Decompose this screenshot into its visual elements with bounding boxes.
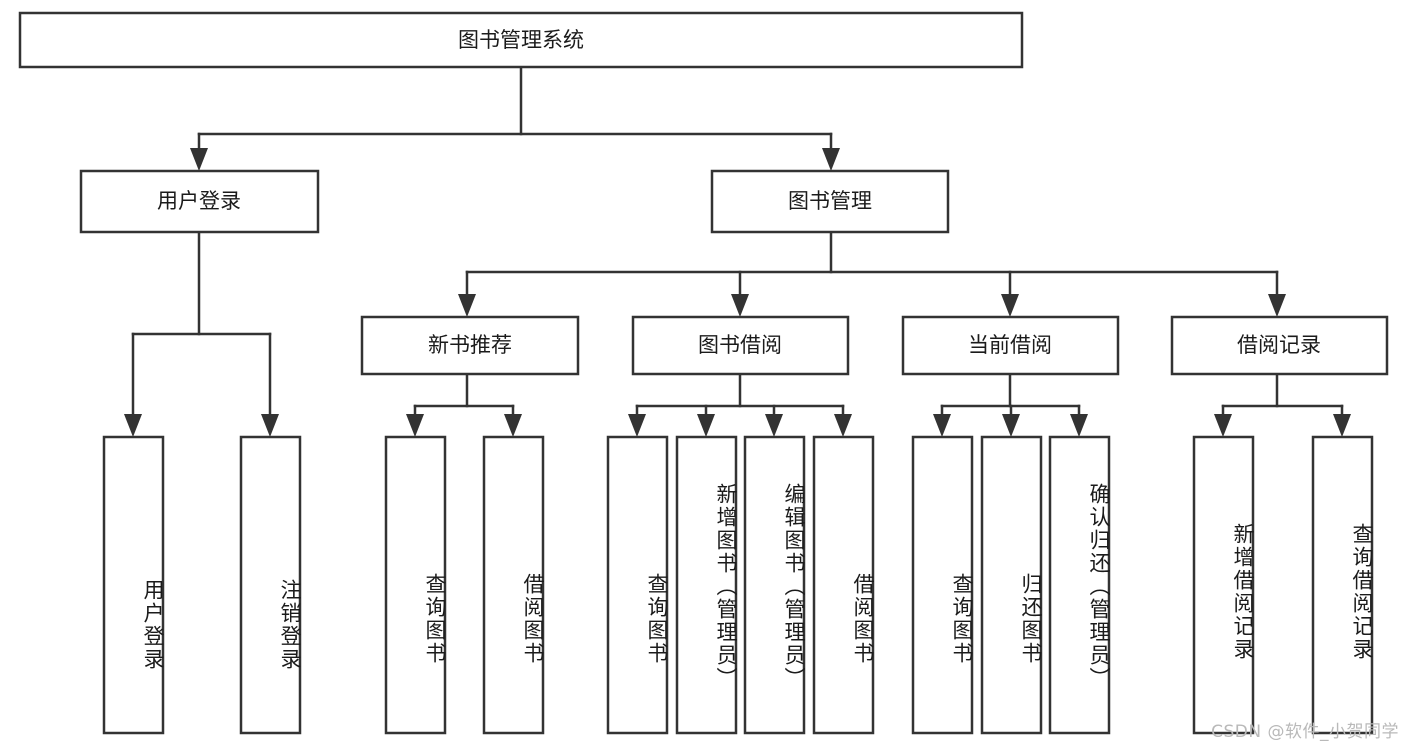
connector-book-management-to-level3 <box>458 230 1286 317</box>
node-book-borrow-box[interactable] <box>631 315 850 376</box>
connector-new-book-recommend-to-leaves <box>406 372 522 437</box>
arrow-head-leaf-edit-book <box>765 414 783 437</box>
node-user-login-box[interactable] <box>79 169 320 234</box>
node-book-management-box[interactable] <box>710 169 950 234</box>
node-current-borrow-box[interactable] <box>901 315 1120 376</box>
arrow-head-current-borrow <box>1001 294 1019 317</box>
arrow-head-leaf-query-borrow-record <box>1333 414 1351 437</box>
node-new-book-recommend-label: 新书推荐 <box>428 333 512 357</box>
leaf-query-book-3-box[interactable] <box>911 435 974 735</box>
leaf-edit-book-box[interactable] <box>743 435 806 735</box>
node-book-management-label: 图书管理 <box>788 189 872 213</box>
node-root-label: 图书管理系统 <box>458 28 584 52</box>
node-new-book-recommend-box[interactable] <box>360 315 580 376</box>
leaf-query-borrow-record-box[interactable] <box>1311 435 1374 735</box>
leaf-add-book-box[interactable] <box>675 435 738 735</box>
node-new-book-recommend[interactable]: 新书推荐 <box>360 315 580 376</box>
arrow-head-leaf-confirm-return <box>1070 414 1088 437</box>
arrow-head-leaf-query-book-1 <box>406 414 424 437</box>
leaf-user-login-box[interactable] <box>102 435 165 735</box>
arrow-head-leaf-borrow-book-1 <box>504 414 522 437</box>
arrow-head-leaf-query-book-2 <box>628 414 646 437</box>
leaf-logout-box[interactable] <box>239 435 302 735</box>
leaf-borrow-book-1-box[interactable] <box>482 435 545 735</box>
connector-book-borrow-to-leaves <box>628 372 852 437</box>
node-root[interactable]: 图书管理系统 <box>18 11 1024 69</box>
arrow-head-leaf-add-book <box>697 414 715 437</box>
node-user-login[interactable]: 用户登录 <box>79 169 320 234</box>
leaf-add-borrow-record-box[interactable] <box>1192 435 1255 735</box>
arrow-head-book-management <box>822 148 840 171</box>
connector-user-login-to-leaves <box>124 230 279 437</box>
connector-borrow-records-to-leaves <box>1214 372 1351 437</box>
node-root-box[interactable] <box>18 11 1024 69</box>
node-borrow-records-label: 借阅记录 <box>1237 333 1321 357</box>
arrow-head-leaf-return-book <box>1002 414 1020 437</box>
arrow-head-leaf-borrow-book-2 <box>834 414 852 437</box>
node-current-borrow[interactable]: 当前借阅 <box>901 315 1120 376</box>
node-book-borrow[interactable]: 图书借阅 <box>631 315 850 376</box>
node-borrow-records-box[interactable] <box>1170 315 1389 376</box>
node-book-management[interactable]: 图书管理 <box>710 169 950 234</box>
leaf-boxes <box>102 435 1374 735</box>
arrow-head-leaf-query-book-3 <box>933 414 951 437</box>
arrow-head-leaf-add-borrow-record <box>1214 414 1232 437</box>
connector-current-borrow-to-leaves <box>933 372 1088 437</box>
node-borrow-records[interactable]: 借阅记录 <box>1170 315 1389 376</box>
arrow-head-book-borrow <box>731 294 749 317</box>
arrow-head-borrow-records <box>1268 294 1286 317</box>
leaf-query-book-1-box[interactable] <box>384 435 447 735</box>
arrow-head-new-book-recommend <box>458 294 476 317</box>
leaf-borrow-book-2-box[interactable] <box>812 435 875 735</box>
node-current-borrow-label: 当前借阅 <box>968 333 1052 357</box>
leaf-return-book-box[interactable] <box>980 435 1043 735</box>
node-user-login-label: 用户登录 <box>157 189 241 213</box>
leaf-confirm-return-box[interactable] <box>1048 435 1111 735</box>
arrow-head-user-login <box>190 148 208 171</box>
leaf-query-book-2-box[interactable] <box>606 435 669 735</box>
arrow-head-leaf-user-login <box>124 414 142 437</box>
connector-root-to-level2 <box>190 65 840 171</box>
node-book-borrow-label: 图书借阅 <box>698 333 782 357</box>
arrow-head-leaf-logout <box>261 414 279 437</box>
csdn-watermark: CSDN @软件_小贺同学 <box>1211 722 1399 742</box>
